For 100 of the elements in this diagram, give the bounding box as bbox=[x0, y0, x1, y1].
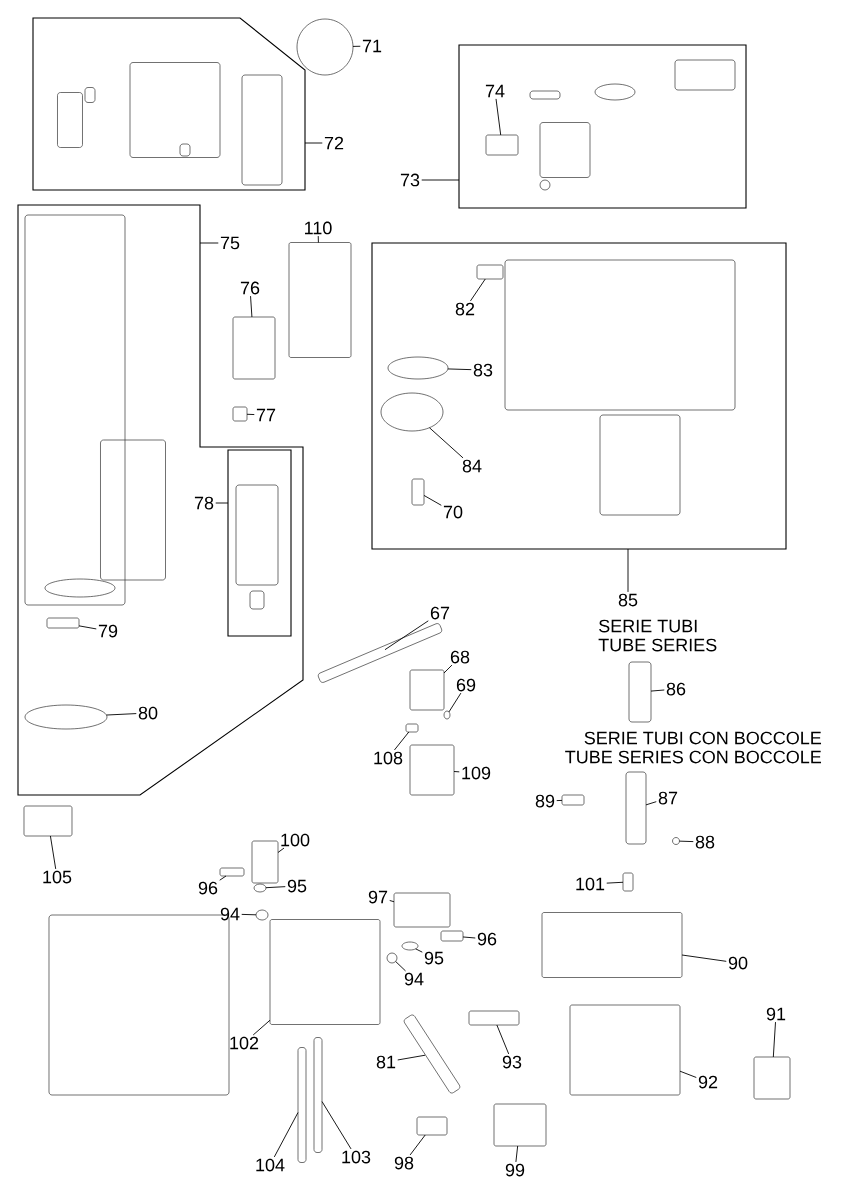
callout-number: 110 bbox=[305, 221, 332, 235]
leader-line bbox=[443, 664, 453, 674]
callout-number: 81 bbox=[376, 1055, 396, 1069]
part-drawing bbox=[403, 1014, 461, 1094]
part-drawing bbox=[411, 478, 425, 506]
callout-number: 86 bbox=[666, 682, 686, 696]
callout-number: 101 bbox=[576, 877, 605, 891]
leader-line bbox=[679, 1070, 697, 1078]
callout-number: 80 bbox=[138, 706, 158, 720]
callout-number: 78 bbox=[194, 496, 214, 510]
part-drawing bbox=[628, 661, 652, 723]
callout-number: 109 bbox=[462, 766, 491, 780]
callout-number: 93 bbox=[502, 1055, 522, 1069]
leader-line bbox=[423, 495, 442, 506]
callout-number: 69 bbox=[456, 678, 476, 692]
callout-number: 73 bbox=[400, 173, 420, 187]
group-frame bbox=[458, 44, 747, 209]
callout-number: 100 bbox=[281, 833, 310, 847]
leader-line bbox=[421, 179, 460, 181]
leader-line bbox=[241, 913, 257, 916]
callout-number: 91 bbox=[766, 1007, 786, 1021]
leader-line bbox=[681, 954, 727, 962]
part-drawing bbox=[23, 805, 73, 837]
callout-number: 77 bbox=[256, 408, 276, 422]
leader-line bbox=[199, 242, 219, 244]
callout-number: 75 bbox=[220, 236, 240, 250]
callout-number: 68 bbox=[450, 650, 470, 664]
callout-number: 105 bbox=[43, 870, 72, 884]
callout-number: 87 bbox=[658, 791, 678, 805]
part-drawing bbox=[296, 18, 354, 76]
leader-line bbox=[429, 427, 464, 459]
leader-line bbox=[397, 1054, 426, 1061]
part-drawing bbox=[409, 744, 455, 796]
part-drawing bbox=[625, 771, 647, 845]
leader-line bbox=[495, 98, 502, 136]
part-drawing bbox=[443, 710, 451, 720]
callout-number: 98 bbox=[394, 1156, 414, 1170]
callout-number: 84 bbox=[462, 459, 482, 473]
leader-line bbox=[556, 799, 563, 802]
leader-line bbox=[462, 936, 476, 939]
leader-line bbox=[515, 1145, 519, 1163]
part-drawing bbox=[253, 883, 267, 893]
part-drawing bbox=[387, 356, 449, 380]
leader-line bbox=[606, 881, 624, 884]
leader-line bbox=[389, 900, 395, 903]
callout-number: 88 bbox=[695, 835, 715, 849]
group-frame bbox=[17, 204, 304, 796]
callout-number: 90 bbox=[728, 956, 748, 970]
callout-number: 82 bbox=[455, 302, 475, 316]
callout-number: 96 bbox=[477, 932, 497, 946]
part-drawing bbox=[541, 912, 683, 978]
part-drawing bbox=[251, 840, 279, 884]
series-label: SERIE TUBI bbox=[599, 619, 697, 633]
callout-number: 94 bbox=[220, 907, 240, 921]
leader-line bbox=[215, 502, 229, 504]
part-drawing bbox=[232, 316, 276, 380]
callout-number: 97 bbox=[368, 890, 388, 904]
leader-line bbox=[304, 142, 323, 144]
callout-number: 74 bbox=[485, 84, 505, 98]
part-drawing bbox=[380, 392, 444, 432]
leader-line bbox=[470, 278, 486, 302]
part-drawing bbox=[493, 1103, 547, 1147]
callout-number: 94 bbox=[404, 972, 424, 986]
part-drawing bbox=[232, 406, 248, 422]
leader-line bbox=[250, 295, 253, 318]
leader-line bbox=[273, 1112, 299, 1158]
callout-number: 103 bbox=[342, 1150, 371, 1164]
leader-line bbox=[49, 835, 57, 870]
callout-number: 108 bbox=[374, 751, 403, 765]
callout-number: 102 bbox=[230, 1036, 259, 1050]
callout-number: 95 bbox=[287, 879, 307, 893]
part-drawing bbox=[409, 669, 445, 711]
leader-line bbox=[453, 771, 460, 773]
callout-number: 72 bbox=[324, 136, 344, 150]
part-drawing bbox=[393, 892, 451, 928]
leader-line bbox=[772, 1021, 776, 1058]
callout-number: 67 bbox=[430, 606, 450, 620]
part-drawing bbox=[672, 837, 680, 845]
leader-line bbox=[78, 625, 97, 630]
part-drawing bbox=[485, 134, 519, 156]
part-drawing bbox=[401, 941, 419, 951]
callout-number: 104 bbox=[256, 1158, 285, 1172]
leader-line bbox=[277, 847, 285, 853]
leader-line bbox=[448, 692, 462, 713]
leader-line bbox=[409, 1134, 426, 1156]
callout-number: 71 bbox=[362, 39, 382, 53]
callout-number: 95 bbox=[424, 951, 444, 965]
part-drawing bbox=[269, 919, 381, 1025]
leader-line bbox=[265, 886, 286, 889]
callout-number: 76 bbox=[240, 281, 260, 295]
leader-line bbox=[394, 731, 410, 751]
callout-number: 79 bbox=[98, 624, 118, 638]
leader-line bbox=[627, 548, 629, 593]
part-drawing bbox=[569, 1004, 681, 1096]
leader-line bbox=[645, 801, 657, 806]
series-label: SERIE TUBI CON BOCCOLE bbox=[584, 731, 821, 745]
leader-line bbox=[246, 413, 255, 415]
part-drawing bbox=[405, 723, 419, 733]
callout-number: 96 bbox=[198, 881, 218, 895]
callout-number: 70 bbox=[443, 505, 463, 519]
